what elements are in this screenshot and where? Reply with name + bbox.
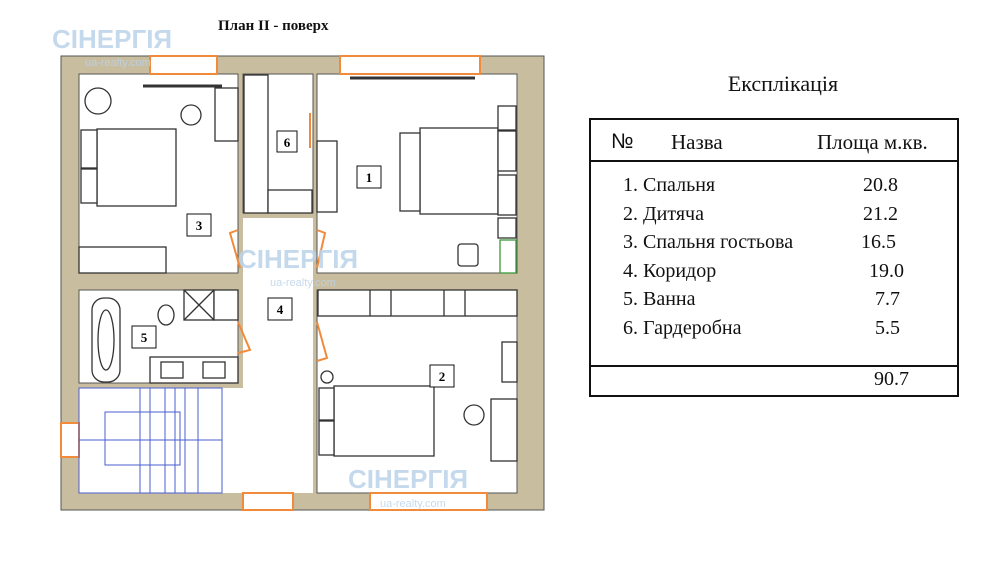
table [84,87,112,115]
nightstand [497,130,517,172]
bed [96,128,177,207]
room-label-4: 4 [277,302,284,317]
nightstand [497,174,517,216]
bathtub-inner [97,309,115,371]
row-name: 1. Спальня [623,174,716,196]
window [60,422,80,458]
room-label-6: 6 [284,135,291,150]
desk [78,246,167,274]
chair [457,243,479,267]
watermark-site: ua-realty.com [85,57,151,69]
room-label-3: 3 [196,218,203,233]
row-name: 4. Коридор [623,259,717,282]
door [316,321,329,362]
cabinet [213,289,239,321]
chair [463,404,485,426]
watermark-brand: СІНЕРГІЯ [238,244,358,274]
window [149,55,218,75]
lamp [320,370,334,384]
row-name: 5. Ванна [623,288,696,310]
watermark-site: ua-realty.com [380,498,446,510]
chair [180,104,202,126]
nightstand [497,105,517,131]
shelf [501,341,518,383]
row-area: 19.0 [869,259,904,282]
floor-plan: 6 1 3 4 5 2 СІНЕРГІЯ ua-realty.com СІНЕР… [52,24,545,511]
watermark-site: ua-realty.com [270,277,336,289]
row-area: 7.7 [875,288,900,310]
bench [399,132,421,212]
watermark-logo: СІНЕРГІЯ ua-realty.com СІНЕРГІЯ ua-realt… [52,24,468,510]
wardrobe [214,87,239,142]
watermark-brand: СІНЕРГІЯ [348,464,468,494]
cabinet [497,217,517,239]
nightstand [80,129,98,169]
table-row: 3. Спальня гостьова 16.5 [591,231,957,260]
row-name: 6. Гардеробна [623,316,742,339]
table-row: 6. Гардеробна 5.5 [591,317,957,346]
table-row: 2. Дитяча 21.2 [591,203,957,232]
row-name: 3. Спальня гостьова [623,231,794,253]
room-label-1: 1 [366,170,373,185]
explication-title: Експлікація [727,71,839,96]
door [228,229,241,269]
window [242,492,294,511]
shower-cross [183,289,215,321]
table-row: 4. Коридор 19.0 [591,260,957,289]
closet [243,74,269,214]
nightstand [80,168,98,204]
wardrobe [317,289,518,317]
row-area: 21.2 [863,202,898,225]
bed [333,385,435,457]
closet [267,189,313,214]
header-name: Назва [671,130,723,154]
table-row: 5. Ванна 7.7 [591,288,957,317]
table-total-row: 90.7 [591,365,957,395]
plan-title: План ІІ - поверх [218,18,329,34]
sink [160,361,184,379]
total-area: 90.7 [874,368,909,390]
row-area: 5.5 [875,316,900,339]
dresser [316,140,338,213]
desk [490,398,518,462]
door [316,229,327,269]
window [369,492,488,511]
stairs [78,387,223,494]
row-area: 16.5 [861,231,896,253]
header-number: № [611,130,634,153]
window [339,55,481,75]
table-header: № Назва Площа м.кв. [591,120,957,162]
room-4-area [243,218,313,493]
watermark-brand: СІНЕРГІЯ [52,24,172,54]
sink [202,361,226,379]
room-label-2: 2 [439,369,446,384]
desk [499,239,517,274]
door [237,321,252,354]
row-area: 20.8 [863,174,898,196]
room-labels: 6 1 3 4 5 2 [131,130,455,388]
bed [419,127,499,215]
row-name: 2. Дитяча [623,202,704,225]
header-area: Площа м.кв. [817,130,928,154]
nightstand [318,420,335,456]
room-label-5: 5 [141,330,148,345]
nightstand [318,387,335,421]
table-row: 1. Спальня 20.8 [591,174,957,203]
toilet [157,304,175,326]
explication-table: № Назва Площа м.кв. 1. Спальня 20.8 2. Ди… [589,118,959,397]
